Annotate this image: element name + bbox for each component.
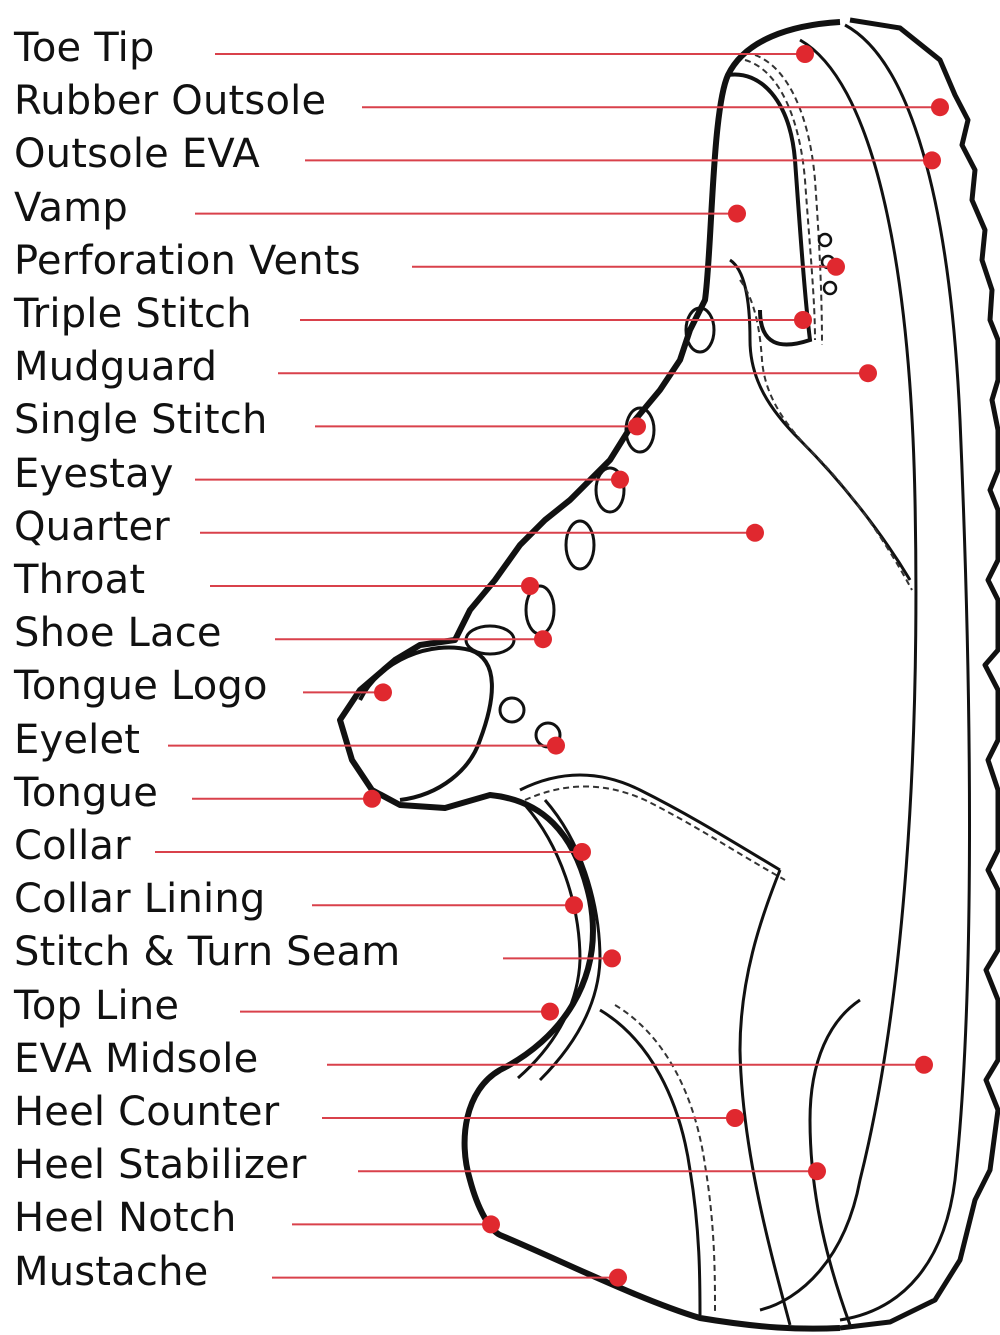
label-throat: Throat: [14, 556, 145, 604]
label-tongue: Tongue: [14, 769, 158, 817]
marker-mustache: [609, 1269, 627, 1287]
label-collar: Collar: [14, 822, 131, 870]
upper-outline: [340, 22, 840, 1329]
marker-eyelet: [547, 737, 565, 755]
marker-eyestay: [611, 471, 629, 489]
label-heel-counter: Heel Counter: [14, 1088, 279, 1136]
marker-mudguard: [859, 364, 877, 382]
perforation-hole-1: [819, 234, 831, 246]
label-heel-notch: Heel Notch: [14, 1194, 237, 1242]
label-mudguard: Mudguard: [14, 343, 217, 391]
label-triple-stitch: Triple Stitch: [14, 290, 252, 338]
marker-toe-tip: [796, 45, 814, 63]
marker-tongue: [363, 790, 381, 808]
marker-throat: [521, 577, 539, 595]
marker-single-stitch: [628, 417, 646, 435]
label-heel-stabilizer: Heel Stabilizer: [14, 1141, 307, 1189]
label-top-line: Top Line: [14, 982, 179, 1030]
label-stitch-and-turn-seam: Stitch & Turn Seam: [14, 928, 400, 976]
marker-triple-stitch: [794, 311, 812, 329]
marker-collar: [573, 843, 591, 861]
outsole-tread: [840, 20, 998, 1328]
label-rubber-outsole: Rubber Outsole: [14, 77, 326, 125]
label-perforation-vents: Perforation Vents: [14, 237, 361, 285]
part-markers: [363, 45, 949, 1287]
lace-loop-4: [566, 521, 594, 569]
marker-heel-notch: [482, 1215, 500, 1233]
label-vamp: Vamp: [14, 184, 128, 232]
marker-rubber-outsole: [931, 98, 949, 116]
perforation-hole-3: [824, 282, 836, 294]
label-eyelet: Eyelet: [14, 716, 140, 764]
marker-stitch-and-turn-seam: [603, 949, 621, 967]
marker-shoe-lace: [534, 630, 552, 648]
marker-heel-counter: [726, 1109, 744, 1127]
marker-perforation-vents: [827, 258, 845, 276]
label-quarter: Quarter: [14, 503, 170, 551]
marker-heel-stabilizer: [808, 1162, 826, 1180]
midsole-line: [840, 25, 970, 1320]
marker-top-line: [541, 1003, 559, 1021]
heel-stabilizer-line: [740, 870, 790, 1325]
vamp-stitch-2: [755, 55, 822, 345]
marker-tongue-logo: [374, 683, 392, 701]
marker-vamp: [728, 205, 746, 223]
marker-collar-lining: [565, 896, 583, 914]
label-eyestay: Eyestay: [14, 450, 174, 498]
marker-eva-midsole: [915, 1056, 933, 1074]
label-shoe-lace: Shoe Lace: [14, 609, 222, 657]
marker-outsole-eva: [923, 151, 941, 169]
label-single-stitch: Single Stitch: [14, 396, 268, 444]
marker-quarter: [746, 524, 764, 542]
midsole-line-inner: [760, 40, 916, 1310]
eyelet-ring-2: [500, 698, 524, 722]
label-eva-midsole: EVA Midsole: [14, 1035, 258, 1083]
label-collar-lining: Collar Lining: [14, 875, 266, 923]
label-tongue-logo: Tongue Logo: [14, 662, 268, 710]
label-toe-tip: Toe Tip: [14, 24, 155, 72]
label-outsole-eva: Outsole EVA: [14, 130, 260, 178]
label-mustache: Mustache: [14, 1248, 208, 1296]
